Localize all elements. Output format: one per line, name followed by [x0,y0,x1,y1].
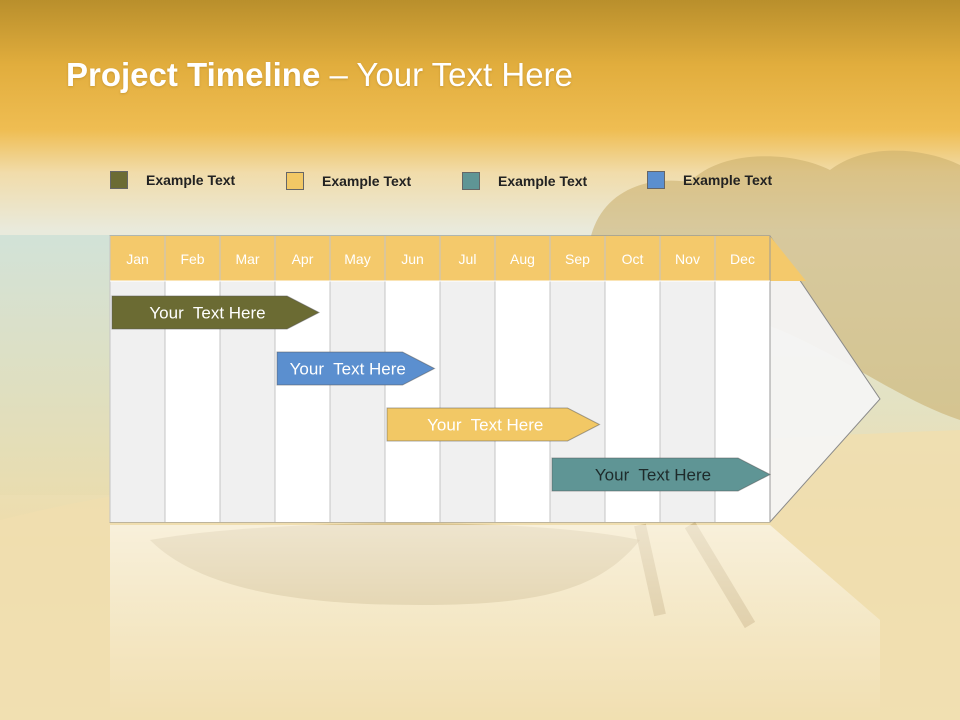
legend-label-2: Example Text [322,173,412,189]
timeline-header [110,236,806,281]
task-bar [386,407,601,442]
month-column [385,281,440,522]
task-bar [551,457,772,492]
legend-label-4: Example Text [683,172,773,188]
month-label: Jan [126,251,149,267]
task-bar-label: Your Text Here [595,466,711,485]
task-bar [111,295,321,330]
legend-item-2: Example Text [286,171,411,191]
month-label: Jul [459,251,477,267]
legend-item-4: Example Text [647,170,772,190]
month-label: Feb [180,251,204,267]
page-title: Project Timeline – Your Text Here [66,56,573,94]
legend-swatch-4 [647,171,665,189]
legend-swatch-3 [462,172,480,190]
month-label: Aug [510,251,535,267]
task-bar-label: Your Text Here [290,360,406,379]
legend-item-1: Example Text [110,170,235,190]
task-bar [276,351,436,386]
month-label: May [344,251,370,267]
month-label: Nov [675,251,700,267]
legend-swatch-1 [110,171,128,189]
legend-item-3: Example Text [462,171,587,191]
title-bold-part: Project Timeline [66,56,321,93]
month-label: Sep [565,251,590,267]
title-rest-part: – Your Text Here [320,56,573,93]
month-column [330,281,385,522]
month-label: Dec [730,251,755,267]
month-label: Mar [235,251,259,267]
month-label: Oct [622,251,644,267]
legend-swatch-2 [286,172,304,190]
month-label: Apr [292,251,314,267]
month-label: Jun [401,251,424,267]
task-bar-label: Your Text Here [149,304,265,323]
legend-label-3: Example Text [498,173,588,189]
month-column [495,281,550,522]
month-column [440,281,495,522]
legend-label-1: Example Text [146,172,236,188]
task-bar-label: Your Text Here [427,416,543,435]
